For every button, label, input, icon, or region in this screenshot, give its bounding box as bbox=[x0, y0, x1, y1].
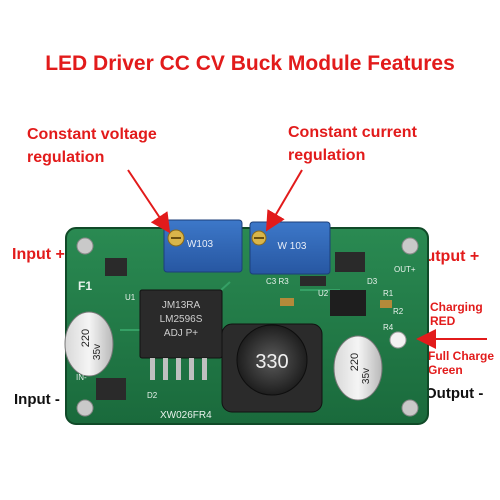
silkscreen: OUT+ IN- U1 U2 D2 D3 F1 C3 R3 R1 R2 R4 X… bbox=[76, 265, 416, 421]
charging-red-label: Charging RED bbox=[430, 300, 483, 328]
charging-line1: Charging bbox=[430, 300, 483, 314]
silk-in-minus: IN- bbox=[76, 373, 87, 382]
silk-r2: R2 bbox=[393, 307, 404, 316]
inductor-330: 330 bbox=[221, 323, 323, 413]
full-charge-line1: Full Charge bbox=[428, 349, 495, 363]
silk-r1: R1 bbox=[383, 289, 394, 298]
cap-left-voltage: 35v bbox=[92, 344, 103, 360]
page-title: LED Driver CC CV Buck Module Features bbox=[45, 52, 455, 75]
silk-d2: D2 bbox=[147, 391, 158, 400]
constant-current-label: Constant current regulation bbox=[288, 121, 417, 167]
constant-voltage-line2: regulation bbox=[27, 149, 105, 166]
silk-u2: U2 bbox=[318, 289, 329, 298]
output-minus-label: Output - bbox=[425, 385, 484, 402]
input-minus-label: Input - bbox=[14, 391, 60, 408]
capacitor-right: 220 35v bbox=[333, 335, 383, 401]
constant-voltage-line1: Constant voltage bbox=[27, 126, 157, 143]
pot-constant-current: W 103 bbox=[249, 221, 331, 275]
constant-current-line1: Constant current bbox=[288, 124, 417, 141]
silk-model: XW026FR4 bbox=[160, 410, 212, 421]
arrow-constant-voltage bbox=[127, 169, 171, 234]
capacitor-left: 220 35v bbox=[64, 311, 114, 377]
lm2596-chip: JM13RA LM2596S ADJ P+ bbox=[139, 289, 223, 380]
small-components bbox=[96, 252, 407, 400]
silk-u1: U1 bbox=[125, 293, 136, 302]
cap-right-marking: 220 bbox=[349, 353, 361, 371]
chip-marking-1: JM13RA bbox=[162, 300, 201, 311]
silk-f1: F1 bbox=[78, 279, 92, 293]
charging-line2: RED bbox=[430, 314, 456, 328]
pot-right-marking: W 103 bbox=[278, 241, 307, 252]
chip-marking-3: ADJ P+ bbox=[164, 328, 198, 339]
input-plus-label: Input + bbox=[12, 246, 65, 263]
pot-constant-voltage: W103 bbox=[163, 219, 243, 273]
constant-voltage-label: Constant voltage regulation bbox=[27, 123, 157, 169]
inductor-marking: 330 bbox=[255, 351, 288, 373]
output-plus-label: Output + bbox=[413, 248, 480, 265]
silk-out-plus: OUT+ bbox=[394, 265, 416, 274]
silk-d3: D3 bbox=[367, 277, 378, 286]
chip-marking-2: LM2596S bbox=[160, 314, 203, 325]
arrow-constant-current bbox=[265, 169, 303, 232]
pot-left-marking: W103 bbox=[187, 239, 214, 250]
full-charge-green-label: Full Charge Green bbox=[428, 349, 494, 377]
annotation-arrows bbox=[127, 169, 487, 349]
constant-current-line2: regulation bbox=[288, 147, 366, 164]
cap-right-voltage: 35v bbox=[361, 368, 372, 384]
silk-r4: R4 bbox=[383, 323, 394, 332]
cap-left-marking: 220 bbox=[80, 329, 92, 347]
full-charge-line2: Green bbox=[428, 363, 463, 377]
silk-c3r3: C3 R3 bbox=[266, 277, 289, 286]
